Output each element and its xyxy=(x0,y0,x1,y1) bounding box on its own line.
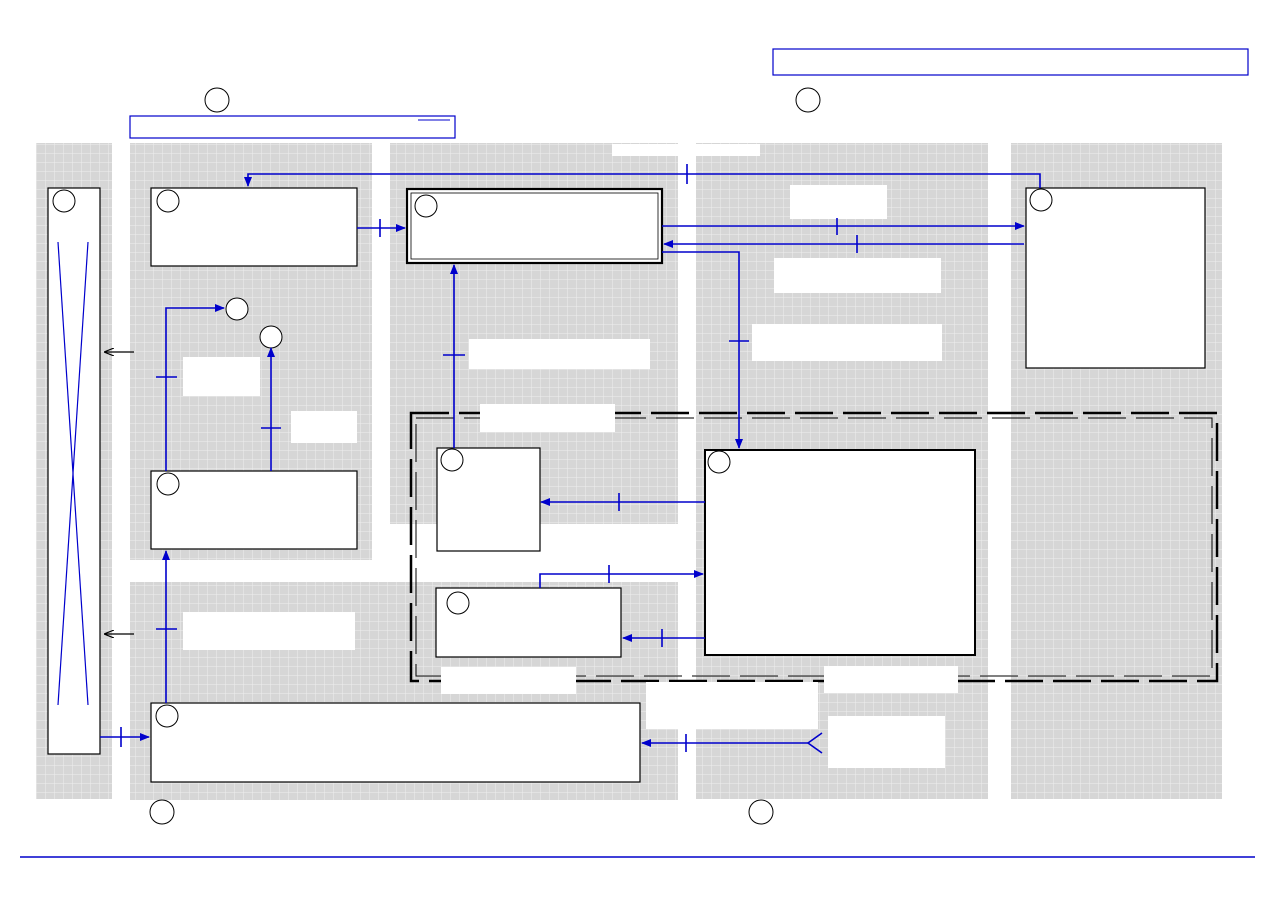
entity-g[interactable] xyxy=(435,587,622,658)
circle-marker-top-left xyxy=(204,87,230,113)
crows-foot xyxy=(806,732,823,754)
label-box-3 xyxy=(752,324,942,361)
circle-marker-bottom-mid xyxy=(748,799,774,825)
connector-g-to-f xyxy=(539,570,704,588)
label-box-14 xyxy=(545,559,675,581)
dashed-group-boundary xyxy=(409,411,1219,683)
entity-h[interactable] xyxy=(150,702,641,783)
entity-d[interactable] xyxy=(150,470,358,550)
label-box-2 xyxy=(774,258,941,293)
label-box-10 xyxy=(646,682,818,729)
connector-d-to-marker-1 xyxy=(165,304,225,471)
title-box-top-right xyxy=(772,48,1249,76)
label-box-1 xyxy=(790,185,887,219)
label-box-13 xyxy=(612,144,760,156)
connector-b-to-f xyxy=(662,251,743,449)
entity-left-tall[interactable] xyxy=(47,187,101,755)
label-box-5 xyxy=(480,404,615,432)
circle-marker-top-right xyxy=(795,87,821,113)
connectors xyxy=(100,164,1041,754)
label-box-11 xyxy=(824,666,958,693)
label-box-6 xyxy=(183,357,260,396)
circle-marker-mid-1 xyxy=(225,297,249,321)
label-box-12 xyxy=(828,716,945,768)
title-box-top-left xyxy=(129,115,456,139)
black-arrows xyxy=(105,352,134,634)
entity-a[interactable] xyxy=(150,187,358,267)
entity-c[interactable] xyxy=(1025,187,1206,369)
circle-markers xyxy=(149,87,821,825)
circle-marker-bottom-left xyxy=(149,799,175,825)
label-boxes xyxy=(183,144,958,768)
connector-c-to-a xyxy=(244,173,1041,188)
circle-marker-mid-2 xyxy=(259,325,283,349)
entity-f[interactable] xyxy=(704,449,976,656)
label-box-8 xyxy=(183,612,355,650)
label-box-7 xyxy=(291,411,357,443)
label-box-4 xyxy=(469,339,650,369)
entity-b[interactable] xyxy=(405,187,664,265)
entity-e[interactable] xyxy=(436,447,541,552)
label-box-9 xyxy=(441,667,576,694)
